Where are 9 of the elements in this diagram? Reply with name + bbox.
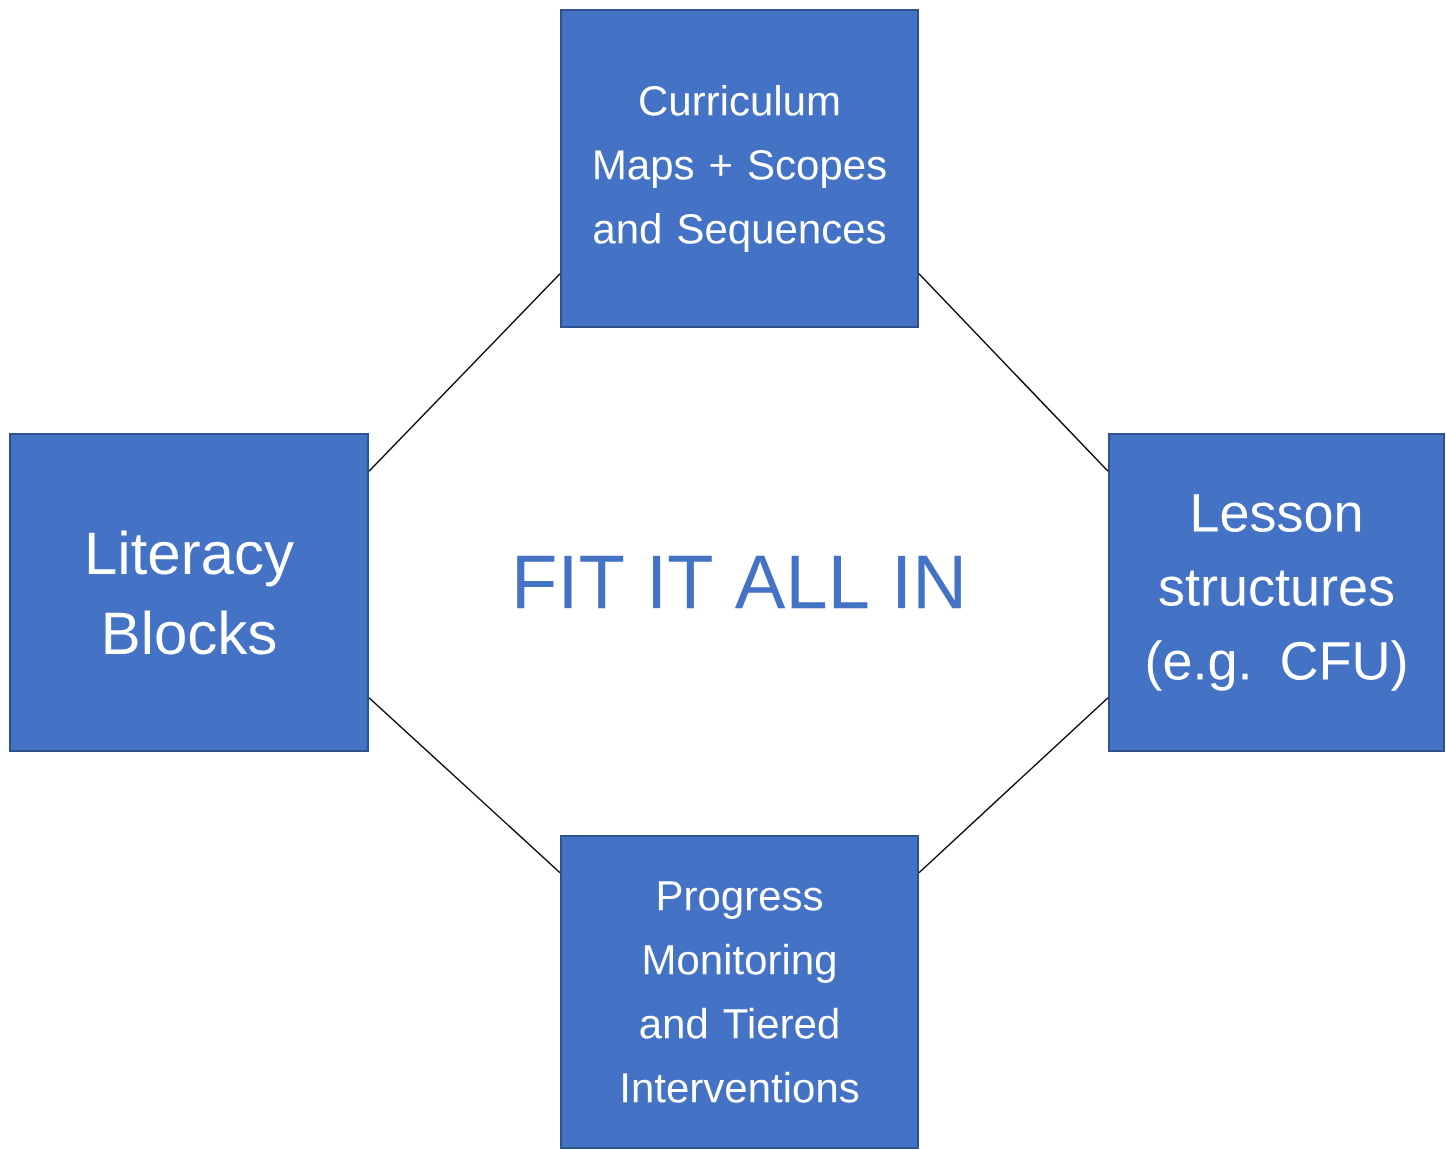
- connector-line: [918, 273, 1109, 472]
- connector-line: [368, 273, 561, 472]
- process-box: Curriculum Maps + Scopes and Sequences: [560, 9, 919, 328]
- title-text: FIT IT ALL IN: [517, 555, 961, 609]
- connector-line: [368, 697, 561, 874]
- connector-line: [918, 697, 1109, 874]
- process-box: Lesson structures (e.g. CFU): [1108, 433, 1445, 752]
- process-box: Literacy Blocks: [9, 433, 369, 752]
- process-box: Progress Monitoring and Tiered Interventions: [560, 835, 919, 1149]
